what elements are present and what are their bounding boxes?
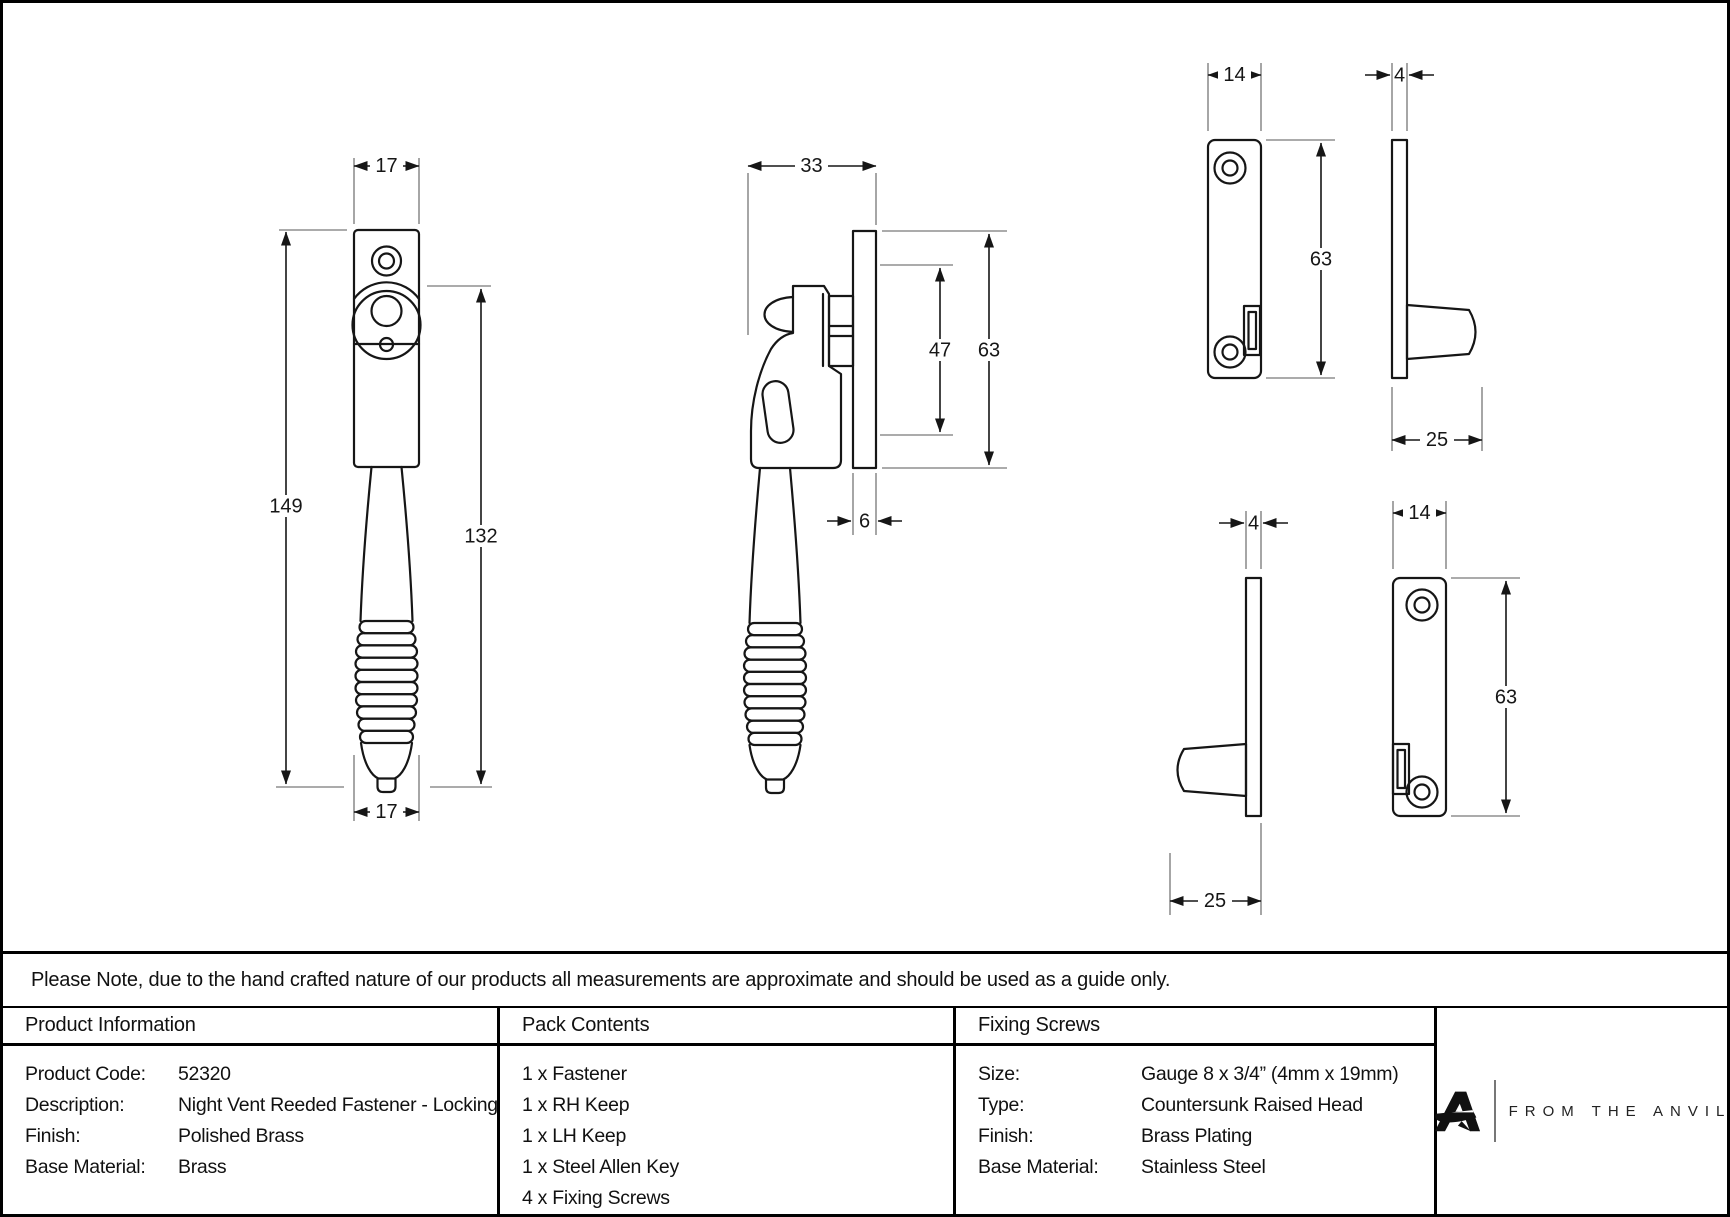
- table-row: Base Material: Stainless Steel: [978, 1152, 1434, 1183]
- reeded-grip: [354, 619, 419, 745]
- dim-front-height-overall: 149: [269, 496, 302, 518]
- dim-front-height-handle: 132: [464, 526, 497, 548]
- row-value: Night Vent Reeded Fastener - Locking: [178, 1094, 498, 1116]
- product-information-column: Product Information Product Code: 52320 …: [3, 1008, 500, 1214]
- pack-contents-header: Pack Contents: [500, 1008, 953, 1046]
- fastener-side-view: [742, 229, 878, 795]
- wedge-tongue: [1405, 303, 1477, 361]
- row-value: Polished Brass: [178, 1125, 304, 1147]
- dim-side-keep-inner-height: 47: [929, 340, 951, 362]
- dim-keep-rh-width: 14: [1223, 64, 1245, 86]
- keep-rh-front-view: [1206, 138, 1263, 380]
- catch-slot: [1242, 304, 1262, 357]
- row-label: Description:: [25, 1094, 125, 1116]
- row-value: 52320: [178, 1063, 231, 1085]
- screw-hole-icon: [370, 245, 403, 277]
- lock-cylinder-icon: [351, 289, 422, 361]
- dim-side-plate-thickness: 6: [859, 511, 870, 533]
- fastener-front-view: [351, 228, 422, 794]
- nose-catch: [763, 295, 795, 334]
- keep-lh-front-view: [1391, 576, 1448, 818]
- row-value: Countersunk Raised Head: [1141, 1094, 1363, 1116]
- dim-front-width-bottom: 17: [375, 801, 397, 823]
- dimension-labels: 17 149 132 17 33 63 47 6 14 63 4 25 4 2: [264, 64, 1523, 912]
- product-information-header: Product Information: [3, 1008, 497, 1046]
- row-label: Type:: [978, 1094, 1025, 1116]
- row-label: Product Code:: [25, 1063, 146, 1085]
- list-item: 1 x Fastener: [522, 1063, 627, 1085]
- dim-keep-lh-depth: 25: [1204, 890, 1226, 912]
- list-item: 1 x Steel Allen Key: [522, 1156, 679, 1178]
- pack-contents-column: Pack Contents 1 x Fastener 1 x RH Keep 1…: [500, 1008, 956, 1214]
- list-item: 1 x LH Keep: [522, 1125, 627, 1147]
- extension-lines: [276, 63, 1520, 915]
- table-row: Finish: Brass Plating: [978, 1121, 1434, 1152]
- keep-rh-side-view: [1390, 138, 1477, 380]
- dim-front-width-top: 17: [375, 155, 397, 177]
- screw-hole-icon: [1213, 151, 1247, 185]
- row-label: Finish:: [25, 1125, 81, 1147]
- table-row: Product Code: 52320: [25, 1059, 497, 1090]
- reeded-grip: [742, 621, 808, 747]
- row-value: Gauge 8 x 3/4” (4mm x 19mm): [1141, 1063, 1399, 1085]
- technical-drawing: 17 149 132 17 33 63 47 6 14 63 4 25 4 2: [264, 63, 1523, 915]
- list-item: 4 x Fixing Screws: [522, 1187, 670, 1209]
- row-value: Stainless Steel: [1141, 1156, 1266, 1178]
- catch-slot: [1391, 742, 1411, 796]
- spec-table: Product Information Product Code: 52320 …: [3, 1008, 1727, 1214]
- brand-cell: FROM THE ANVIL: [1434, 1008, 1727, 1214]
- table-row: Type: Countersunk Raised Head: [978, 1090, 1434, 1121]
- row-label: Base Material:: [978, 1156, 1099, 1178]
- table-row: Finish: Polished Brass: [25, 1121, 497, 1152]
- brand-name: FROM THE ANVIL: [1508, 1102, 1730, 1120]
- row-value: Brass Plating: [1141, 1125, 1252, 1147]
- dimension-lines: [281, 70, 1511, 906]
- dim-keep-rh-height: 63: [1310, 249, 1332, 271]
- screw-hole-icon: [1405, 588, 1439, 622]
- screw-hole-icon: [1213, 335, 1247, 369]
- note-text: Please Note, due to the hand crafted nat…: [31, 968, 1171, 991]
- fixing-screws-column: Fixing Screws Size: Gauge 8 x 3/4” (4mm …: [956, 1008, 1437, 1214]
- row-value: Brass: [178, 1156, 227, 1178]
- dim-keep-lh-width: 14: [1408, 502, 1430, 524]
- dim-keep-rh-thickness: 4: [1394, 65, 1405, 87]
- logo-separator: [1493, 1080, 1496, 1142]
- dim-side-keep-height: 63: [978, 340, 1000, 362]
- dim-keep-rh-depth: 25: [1426, 429, 1448, 451]
- brand-logo: FROM THE ANVIL: [1433, 1080, 1730, 1142]
- dim-keep-lh-height: 63: [1495, 687, 1517, 709]
- measurement-note: Please Note, due to the hand crafted nat…: [3, 951, 1727, 1008]
- slot: [761, 380, 795, 444]
- table-row: Base Material: Brass: [25, 1152, 497, 1183]
- table-row: Size: Gauge 8 x 3/4” (4mm x 19mm): [978, 1059, 1434, 1090]
- screw-hole-icon: [1405, 775, 1439, 809]
- anvil-logo-icon: [1434, 1091, 1480, 1132]
- list-item: 1 x RH Keep: [522, 1094, 630, 1116]
- wedge-tongue: [1176, 742, 1248, 798]
- dim-keep-lh-thickness: 4: [1248, 513, 1259, 535]
- wall-plate: [851, 229, 878, 470]
- keep-lh-side-view: [1176, 576, 1263, 818]
- row-label: Base Material:: [25, 1156, 146, 1178]
- dim-side-width: 33: [800, 155, 822, 177]
- table-row: Description: Night Vent Reeded Fastener …: [25, 1090, 498, 1121]
- row-label: Size:: [978, 1063, 1020, 1085]
- fixing-screws-header: Fixing Screws: [956, 1008, 1434, 1046]
- row-label: Finish:: [978, 1125, 1034, 1147]
